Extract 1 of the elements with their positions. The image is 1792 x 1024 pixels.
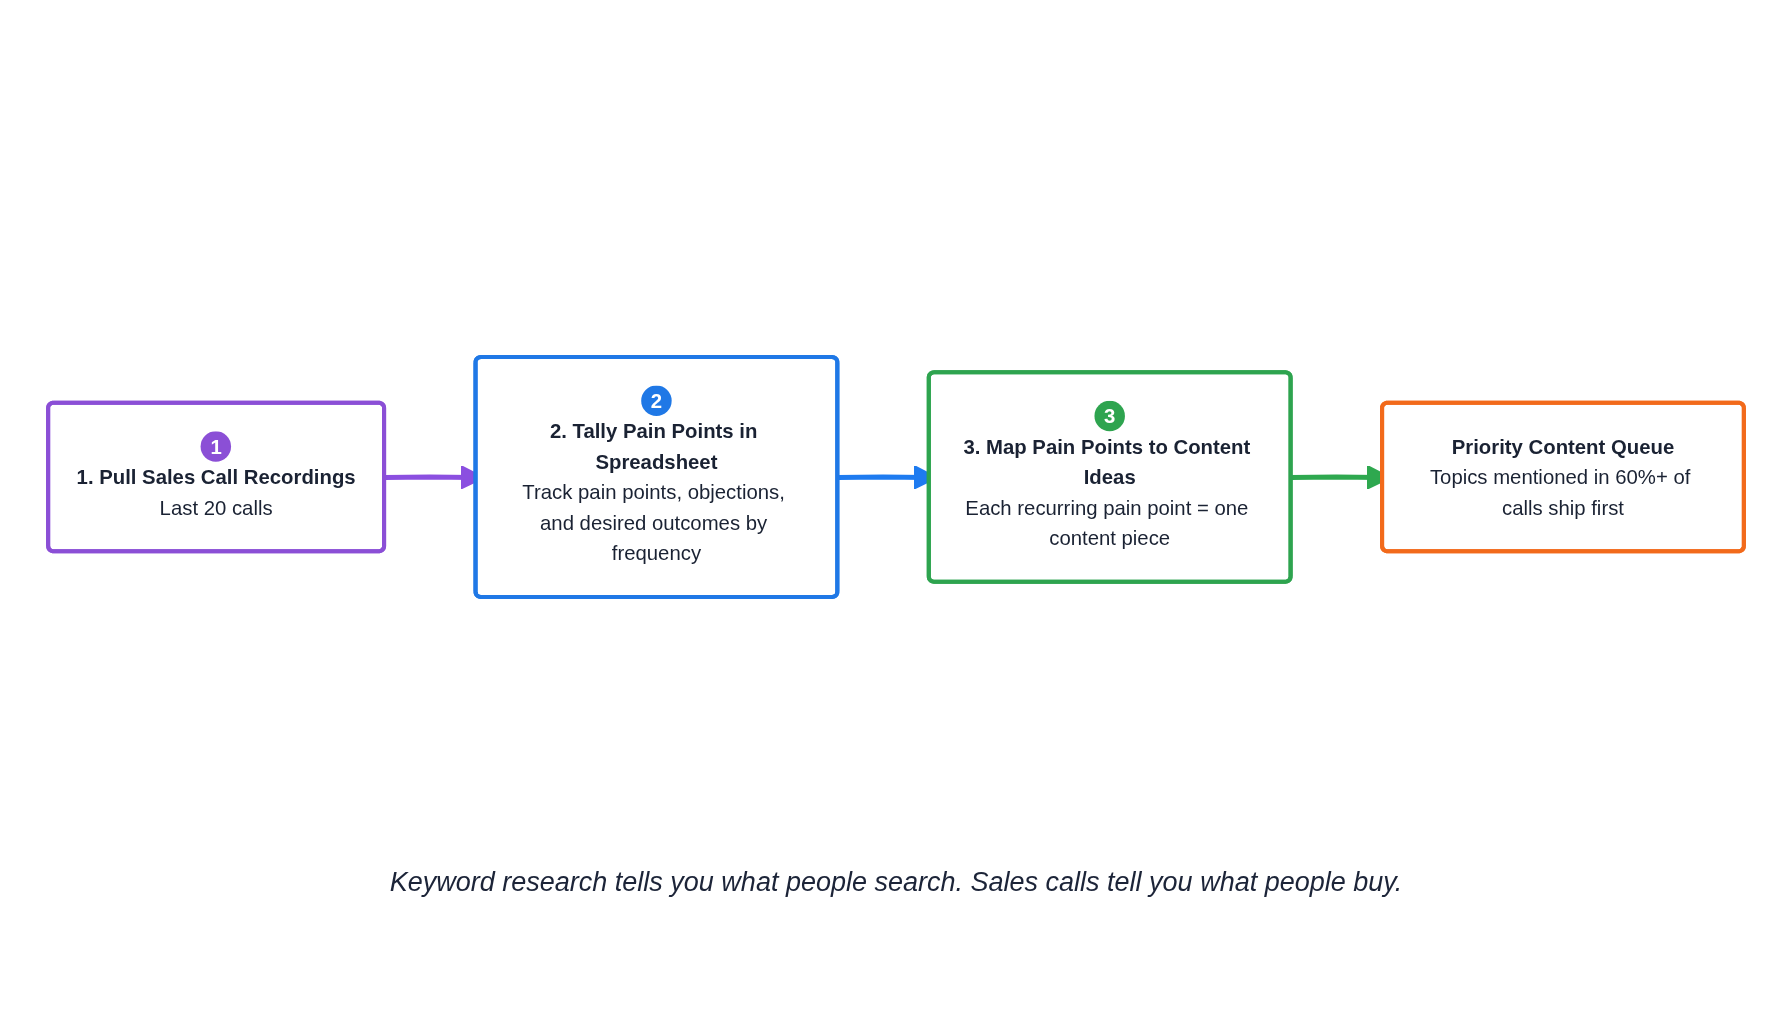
caption-text: Keyword research tells you what people search. Sales calls tell you what people buy. bbox=[389, 866, 1403, 898]
